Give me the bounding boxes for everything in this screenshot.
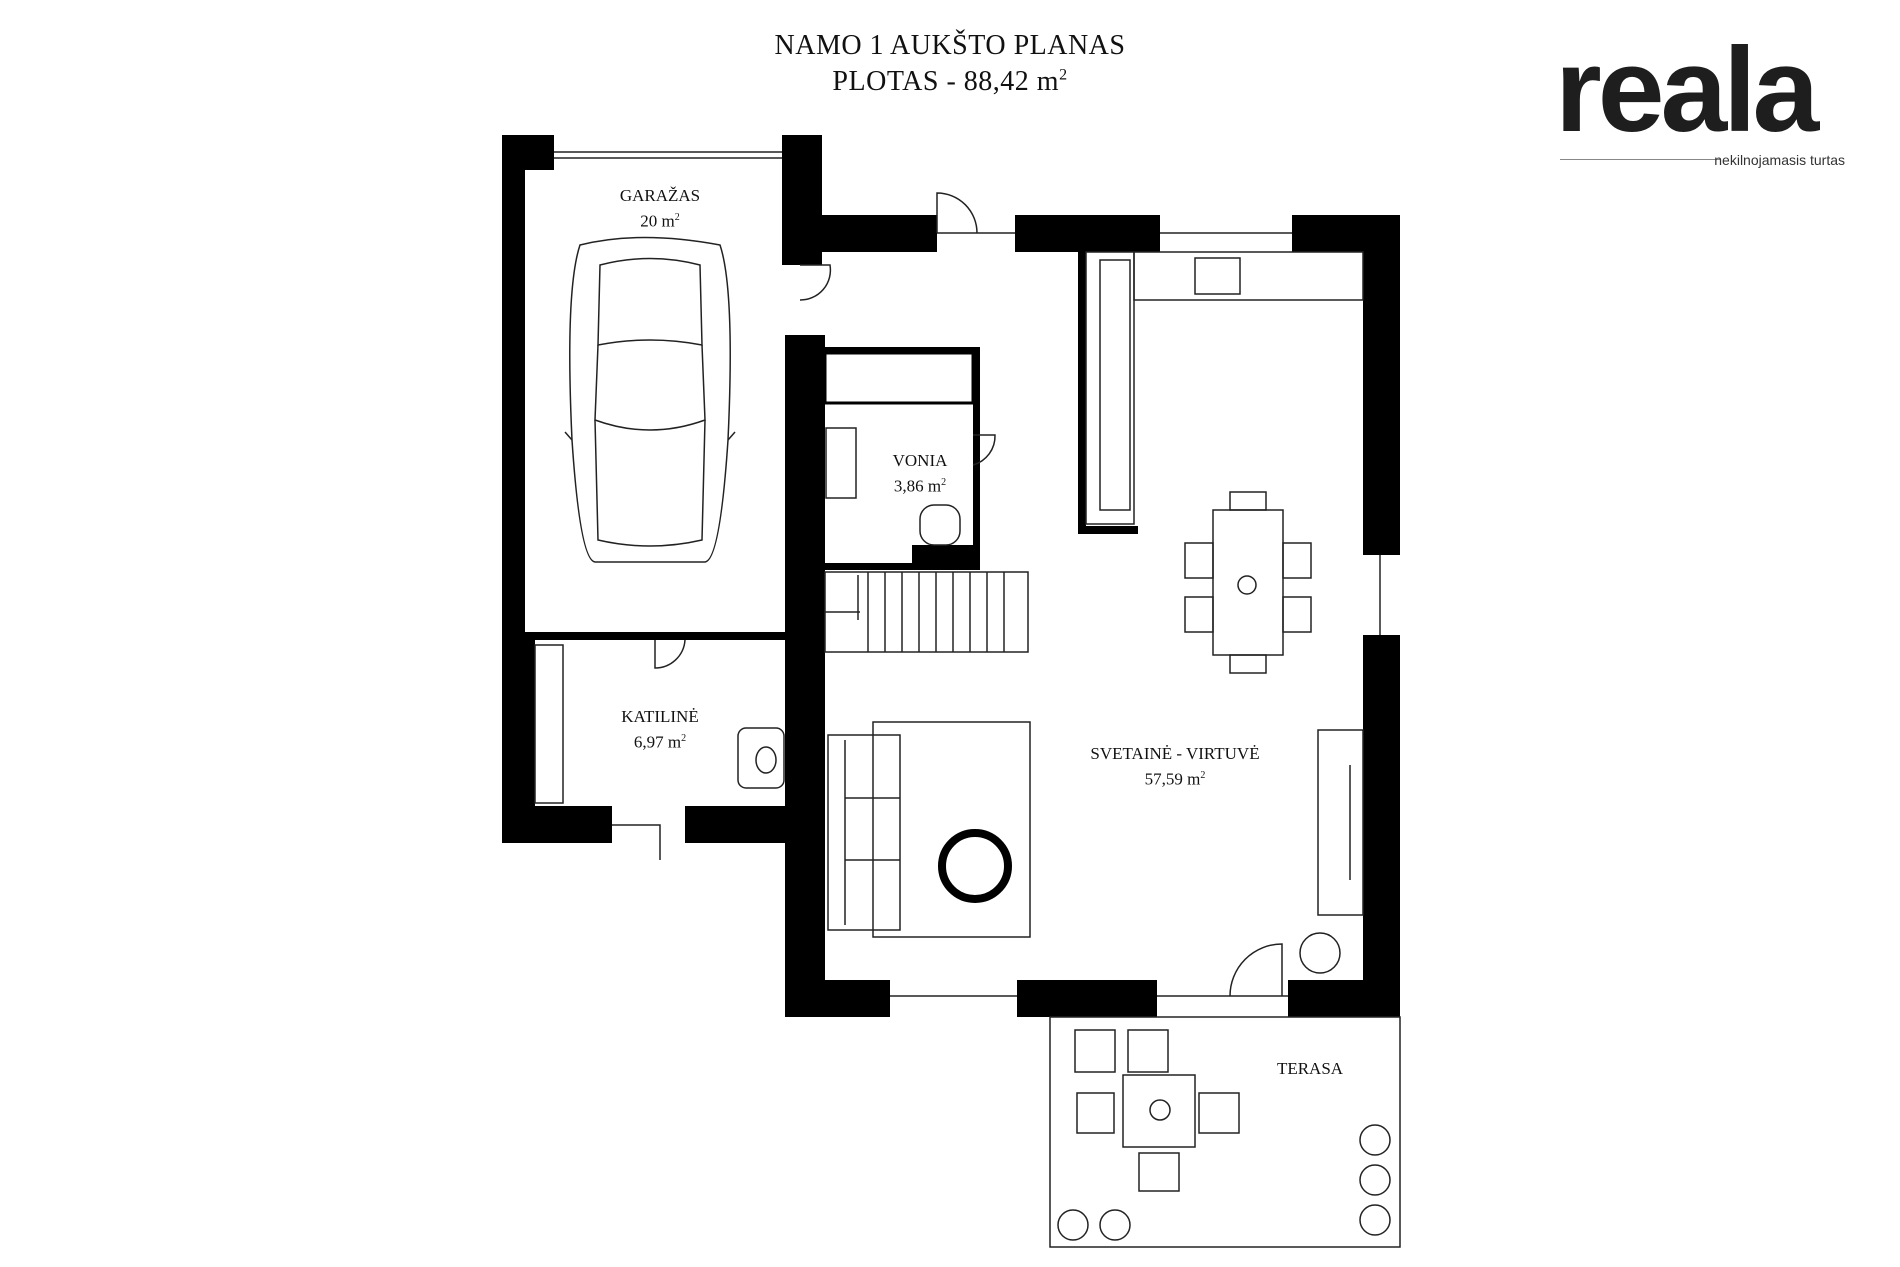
wall — [502, 135, 525, 843]
door-swing — [654, 639, 686, 669]
plant — [1099, 1209, 1131, 1241]
boiler — [737, 727, 785, 789]
plan-title: NAMO 1 AUKŠTO PLANAS — [0, 30, 1900, 62]
wall — [785, 335, 825, 1017]
dining-table — [1212, 509, 1284, 656]
table-flowers — [1237, 575, 1257, 595]
room-area: 57,59 m — [1144, 769, 1201, 789]
wall — [502, 806, 612, 843]
table-flowers — [1149, 1099, 1171, 1121]
wall — [1292, 215, 1400, 252]
walls — [502, 135, 1400, 1017]
bath-rail — [823, 351, 975, 405]
room-label-garazas: GARAŽAS 20 m2 — [560, 185, 760, 233]
tv-stand — [1317, 729, 1364, 916]
chair — [1198, 1092, 1240, 1134]
door-swing — [799, 264, 832, 301]
wall — [525, 640, 535, 810]
chair — [1282, 596, 1312, 633]
wall — [822, 215, 937, 252]
wall — [1363, 215, 1400, 555]
room-area-sup: 2 — [681, 733, 687, 744]
plan-area-text: PLOTAS - 88,42 m — [832, 66, 1060, 97]
counter — [1133, 251, 1364, 301]
room-name: GARAŽAS — [619, 186, 701, 205]
door-swing — [1229, 943, 1283, 997]
wall — [1015, 215, 1160, 252]
sofa — [827, 734, 901, 931]
logo-tagline: nekilnojamasis turtas — [1714, 152, 1845, 168]
wall — [782, 135, 822, 170]
plant — [1359, 1124, 1391, 1156]
room-label-terasa: TERASA — [1260, 1058, 1360, 1080]
plant — [1299, 932, 1341, 974]
wall — [973, 347, 980, 570]
room-name: SVETAINĖ - VIRTUVĖ — [1090, 744, 1260, 763]
terrace — [1049, 1016, 1401, 1248]
plant — [1057, 1209, 1089, 1241]
chair — [1229, 654, 1267, 674]
wall — [525, 632, 785, 640]
wall — [822, 347, 980, 353]
chair — [1076, 1092, 1115, 1134]
door-swing — [612, 824, 661, 860]
room-name: VONIA — [892, 451, 948, 470]
room-label-katiline: KATILINĖ 6,97 m2 — [560, 706, 760, 754]
plan-area: PLOTAS - 88,42 m2 — [0, 66, 1900, 98]
wall — [502, 135, 554, 170]
plan-area-sup: 2 — [1059, 66, 1068, 84]
car-icon — [564, 236, 736, 563]
room-area-sup: 2 — [674, 212, 680, 223]
wall — [1078, 526, 1138, 534]
coffee-table — [938, 829, 1012, 903]
room-area: 3,86 m — [893, 476, 942, 496]
sink — [825, 427, 857, 499]
boiler-dial — [755, 746, 777, 774]
room-name: TERASA — [1276, 1059, 1344, 1078]
rug — [872, 721, 1031, 938]
plant — [1359, 1204, 1391, 1236]
room-area: 20 m — [640, 211, 675, 231]
door-swing — [972, 434, 996, 466]
boiler-shelf — [534, 644, 564, 804]
room-name: KATILINĖ — [621, 707, 699, 726]
wall — [785, 980, 890, 1017]
toilet — [919, 504, 961, 546]
wall — [1363, 635, 1400, 1017]
kitchen-sink — [1194, 257, 1241, 295]
wall — [1078, 252, 1086, 534]
chair — [1282, 542, 1312, 579]
chair — [1184, 542, 1214, 579]
room-area-sup: 2 — [941, 477, 947, 488]
logo-wordmark: reala — [1555, 23, 1819, 157]
stair-treads — [825, 572, 1005, 652]
chair — [1127, 1029, 1169, 1073]
lines — [534, 151, 1401, 1248]
room-area: 6,97 m — [633, 732, 682, 752]
door-swing — [936, 192, 978, 234]
plant — [1359, 1164, 1391, 1196]
chair — [1074, 1029, 1116, 1073]
wall — [822, 563, 912, 570]
wall — [912, 545, 980, 570]
chair — [1229, 491, 1267, 511]
reala-logo: reala nekilnojamasis turtas — [1555, 30, 1855, 180]
chair — [1184, 596, 1214, 633]
room-area-sup: 2 — [1200, 770, 1206, 781]
room-label-vonia: VONIA 3,86 m2 — [860, 450, 980, 498]
room-label-svetaine: SVETAINĖ - VIRTUVĖ 57,59 m2 — [1050, 743, 1300, 791]
plan-title-text: NAMO 1 AUKŠTO PLANAS — [774, 30, 1126, 61]
logo-divider — [1560, 159, 1720, 160]
wall — [685, 806, 785, 843]
counter — [1085, 251, 1135, 525]
terrace-table — [1122, 1074, 1196, 1148]
wall — [1017, 980, 1157, 1017]
chair — [1138, 1152, 1180, 1192]
counter-inner — [1099, 259, 1131, 511]
